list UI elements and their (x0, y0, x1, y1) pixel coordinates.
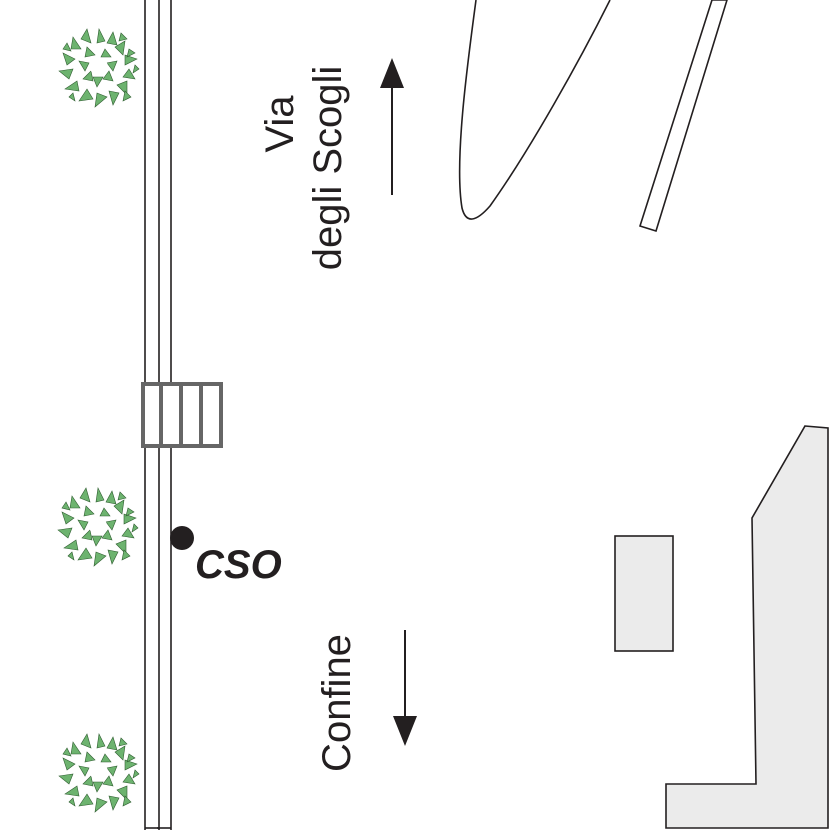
street-name-label: Via (258, 95, 302, 153)
street-name-label-2: degli Scogli (306, 66, 350, 271)
street-name-line2: degli Scogli (306, 66, 350, 271)
arrow-up-icon (380, 58, 404, 195)
diagonal-strip (638, 0, 728, 233)
tree-icon (58, 733, 140, 813)
cso-label: CSO (195, 543, 282, 587)
street-name-line1: Via (258, 95, 302, 153)
boundary-label: Confine (315, 634, 359, 772)
tree-icon (58, 28, 140, 108)
cso-point-marker (170, 526, 194, 550)
boundary-label-text: Confine (315, 634, 359, 772)
arrow-down-icon (393, 630, 417, 746)
tree-icon (57, 487, 139, 567)
small-building (614, 535, 674, 652)
large-building (665, 425, 829, 829)
curved-road-edge (458, 0, 611, 220)
drain-grate-icon (141, 382, 223, 448)
